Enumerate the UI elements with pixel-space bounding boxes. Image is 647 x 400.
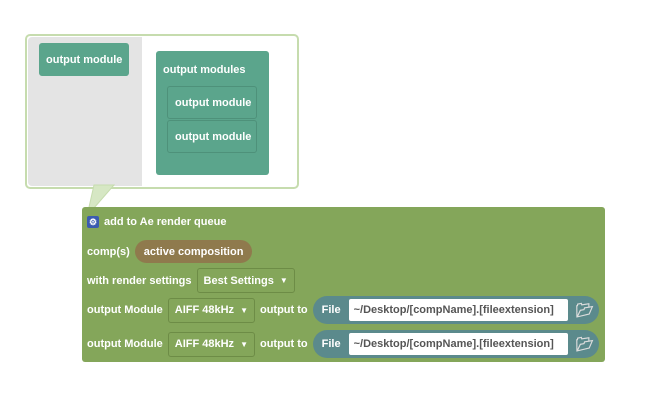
dropdown-arrow-icon: ▼ <box>279 276 288 285</box>
comps-label: comp(s) <box>87 245 130 258</box>
dropdown-value: AIFF 48kHz <box>174 338 235 350</box>
render-settings-dropdown[interactable]: Best Settings ▼ <box>196 268 295 293</box>
folder-icon[interactable]: 📂︎ <box>575 335 594 352</box>
block-label: output module <box>175 96 252 109</box>
block-title: add to Ae render queue <box>104 216 227 228</box>
dropdown-value: AIFF 48kHz <box>174 304 235 316</box>
output-module-dropdown[interactable]: AIFF 48kHz ▼ <box>167 297 255 323</box>
folder-icon[interactable]: 📂︎ <box>575 301 594 318</box>
flyout-output-module-block[interactable]: output module <box>39 43 129 76</box>
mutator-gear-icon[interactable]: ⚙ <box>87 216 99 228</box>
output-module-label: output Module <box>87 304 163 316</box>
file-label: File <box>321 304 341 316</box>
block-label: output modules <box>163 64 246 76</box>
dropdown-arrow-icon: ▼ <box>240 305 248 315</box>
render-settings-label: with render settings <box>87 274 192 287</box>
output-module-label: output Module <box>87 338 163 350</box>
block-label: output module <box>46 53 123 66</box>
file-path-input[interactable]: ~/Desktop/[compName].[fileextension] <box>348 299 568 321</box>
output-module-dropdown[interactable]: AIFF 48kHz ▼ <box>167 331 255 357</box>
output-to-label: output to <box>259 304 308 316</box>
output-module-item-block[interactable]: output module <box>167 120 257 153</box>
file-label: File <box>321 338 341 350</box>
output-to-label: output to <box>259 338 308 350</box>
output-module-item-block[interactable]: output module <box>167 86 257 119</box>
add-to-render-queue-block[interactable]: ⚙ add to Ae render queue comp(s) active … <box>82 207 605 362</box>
dropdown-arrow-icon: ▼ <box>240 339 248 349</box>
active-composition-block[interactable]: active composition <box>134 240 253 263</box>
file-path-input[interactable]: ~/Desktop/[compName].[fileextension] <box>348 333 568 355</box>
block-label: output module <box>175 130 252 143</box>
dropdown-value: Best Settings <box>203 274 274 287</box>
file-block[interactable]: File ~/Desktop/[compName].[fileextension]… <box>312 330 600 358</box>
file-block[interactable]: File ~/Desktop/[compName].[fileextension]… <box>312 296 600 324</box>
comp-value: active composition <box>143 245 244 258</box>
